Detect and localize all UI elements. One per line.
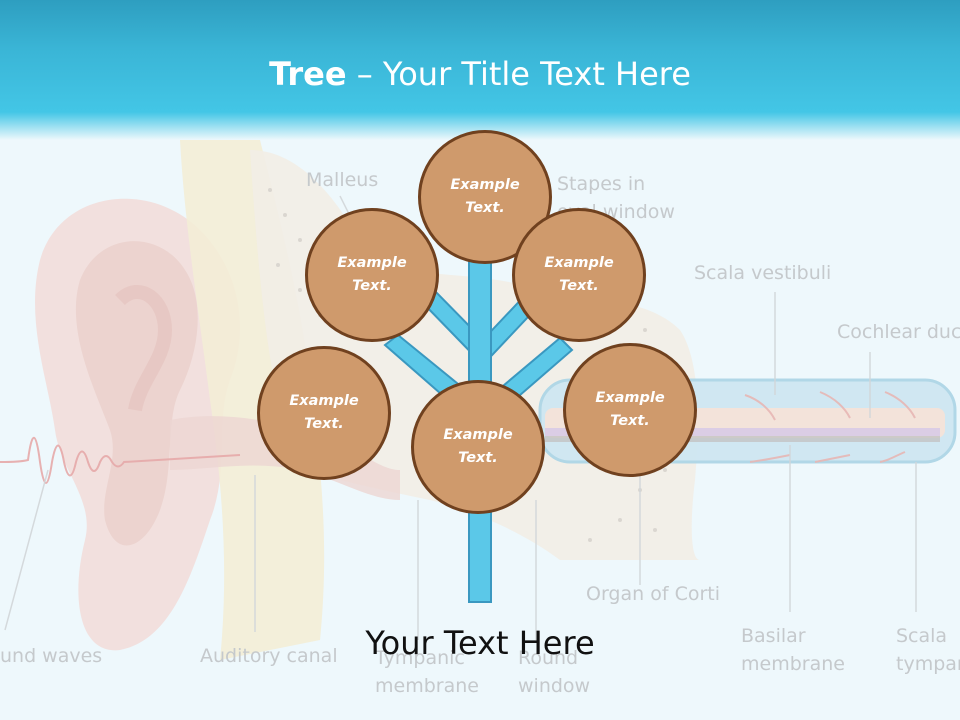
- node-top-text: Example Text.: [450, 177, 520, 216]
- node-upper-left-text: Example Text.: [337, 255, 407, 294]
- label-tympanic-membrane: Tympanic membrane: [375, 647, 479, 697]
- label-malleus: Malleus: [306, 169, 379, 191]
- label-auditory-canal: Auditory canal: [200, 645, 338, 667]
- footer-text: Your Text Here: [365, 624, 595, 662]
- node-lower-left: Example Text.: [257, 346, 391, 480]
- label-basilar-membrane: Basilar membrane: [741, 625, 845, 675]
- title-rest: Your Title Text Here: [382, 55, 691, 93]
- label-scala-vestibuli: Scala vestibuli: [694, 262, 832, 284]
- node-lower-right: Example Text.: [563, 343, 697, 477]
- node-center-text: Example Text.: [443, 427, 513, 466]
- label-organ-of-corti: Organ of Corti: [586, 583, 721, 605]
- title-dash: –: [346, 55, 383, 93]
- node-lower-right-text: Example Text.: [595, 390, 665, 429]
- node-upper-left: Example Text.: [305, 208, 439, 342]
- node-center: Example Text.: [411, 380, 545, 514]
- label-scala-tympani: Scala tympani: [896, 625, 960, 675]
- node-lower-left-text: Example Text.: [289, 393, 359, 432]
- title-bold: Tree: [269, 55, 347, 93]
- node-upper-right: Example Text.: [512, 208, 646, 342]
- node-upper-right-text: Example Text.: [544, 255, 614, 294]
- slide-title: Tree – Your Title Text Here: [0, 52, 960, 96]
- header-band: [0, 0, 960, 140]
- label-cochlear-duct: Cochlear duct: [837, 321, 960, 343]
- label-sound-waves: und waves: [0, 645, 103, 667]
- label-round-window: Round window: [518, 647, 591, 697]
